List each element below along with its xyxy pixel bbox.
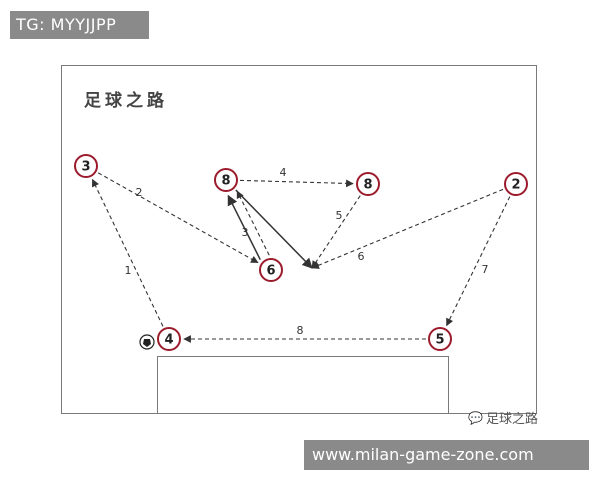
player-node-p8b: 8: [356, 172, 380, 196]
player-node-p3: 3: [74, 154, 98, 178]
pass-label-6: 6: [358, 250, 365, 263]
pass-arrow-3: [236, 190, 270, 256]
player-number: 8: [221, 174, 230, 189]
player-number: 5: [435, 333, 444, 348]
player-node-p6: 6: [259, 258, 283, 282]
watermark-text: 足球之路: [485, 412, 538, 427]
diagram-title: 足球之路: [84, 91, 168, 111]
player-number: 4: [164, 333, 173, 348]
tg-banner: TG: MYYJJPP: [10, 11, 149, 39]
pass-label-4: 4: [280, 166, 287, 179]
player-number: 2: [511, 178, 520, 193]
pass-label-3: 3: [242, 226, 249, 239]
pass-arrow-7: [446, 196, 511, 327]
pass-label-1: 1: [125, 264, 132, 277]
pass-arrow-2: [97, 172, 259, 264]
player-number: 3: [81, 160, 90, 175]
url-banner[interactable]: www.milan-game-zone.com: [304, 440, 589, 470]
player-node-p2: 2: [504, 172, 528, 196]
watermark: 💬 足球之路: [468, 408, 538, 428]
wechat-icon: 💬: [468, 410, 483, 425]
player-node-p8a: 8: [214, 168, 238, 192]
pass-label-5: 5: [336, 209, 343, 222]
football-icon: [139, 334, 155, 350]
pass-arrow-run-3: [227, 194, 261, 261]
player-node-p5: 5: [428, 327, 452, 351]
pass-arrow-6: [311, 188, 504, 269]
pass-arrow-4: [239, 179, 354, 188]
pass-arrow-1: [91, 178, 164, 327]
player-number: 8: [363, 178, 372, 193]
pitch-frame: [61, 65, 537, 414]
goal-box: [157, 356, 449, 414]
pass-arrow-run-6: [235, 189, 313, 269]
pass-label-7: 7: [482, 263, 489, 276]
pass-label-8: 8: [297, 324, 304, 337]
pass-label-2: 2: [136, 186, 143, 199]
player-number: 6: [266, 264, 275, 279]
pass-arrow-5: [311, 195, 361, 269]
player-node-p4: 4: [157, 327, 181, 351]
